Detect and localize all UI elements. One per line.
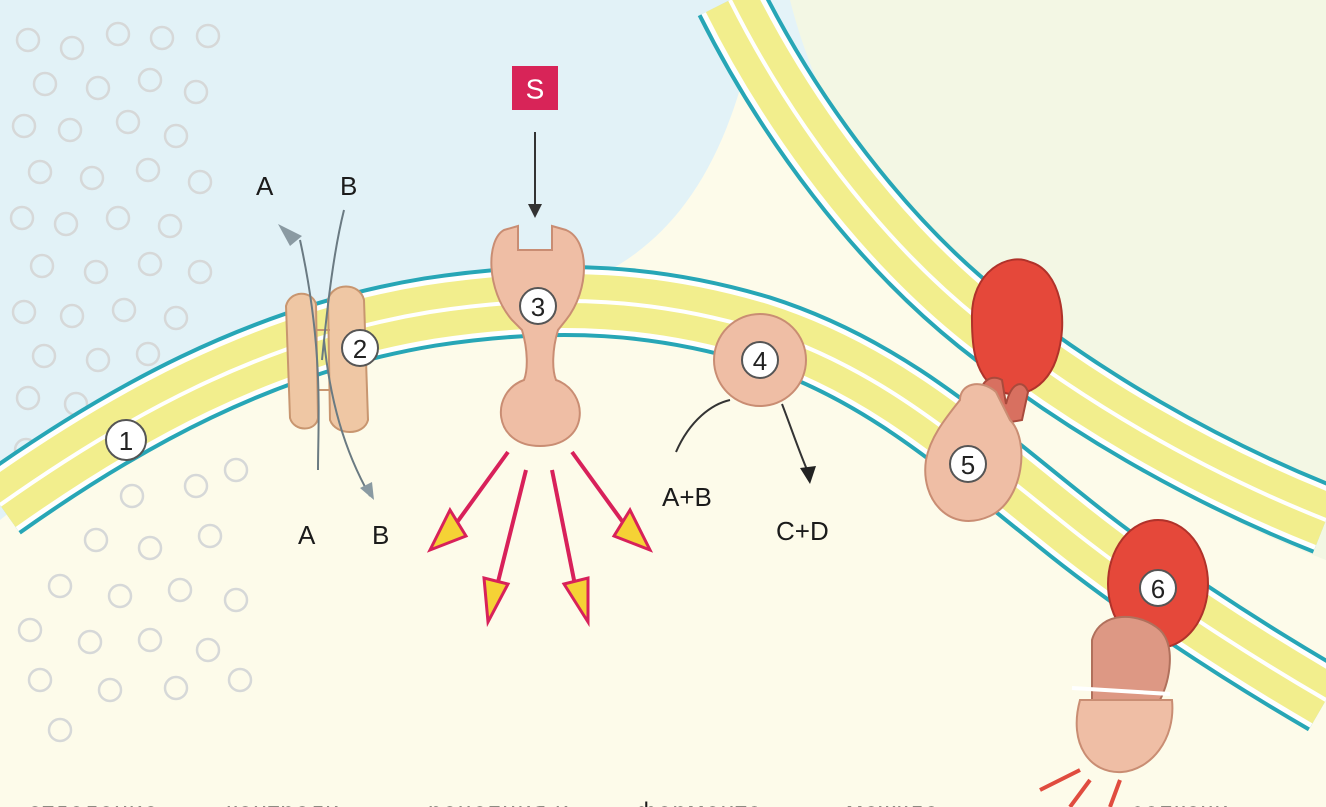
- channel-bottom-a-label: A: [298, 520, 316, 550]
- number-5: 5: [961, 450, 975, 480]
- channel-top-a-label: A: [256, 171, 274, 201]
- number-6: 6: [1151, 574, 1165, 604]
- caption-2: контроли-: [226, 798, 350, 807]
- signal-label: S: [526, 74, 545, 105]
- caption-1: отделение: [28, 798, 159, 807]
- substrates-label: A+B: [662, 482, 712, 512]
- products-label: C+D: [776, 516, 829, 546]
- caption-3: рецепция и: [428, 798, 570, 807]
- number-3: 3: [531, 292, 545, 322]
- number-4: 4: [753, 346, 767, 376]
- number-1: 1: [119, 426, 133, 456]
- channel-top-b-label: B: [340, 171, 357, 201]
- channel-protein-2: 2: [286, 287, 378, 433]
- number-2: 2: [353, 334, 367, 364]
- caption-5: межкле-: [846, 798, 949, 807]
- caption-6: запкочи: [1132, 798, 1229, 807]
- channel-bottom-b-label: B: [372, 520, 389, 550]
- label-1-membrane: 1: [106, 420, 146, 460]
- caption-4: фермента-: [636, 798, 772, 807]
